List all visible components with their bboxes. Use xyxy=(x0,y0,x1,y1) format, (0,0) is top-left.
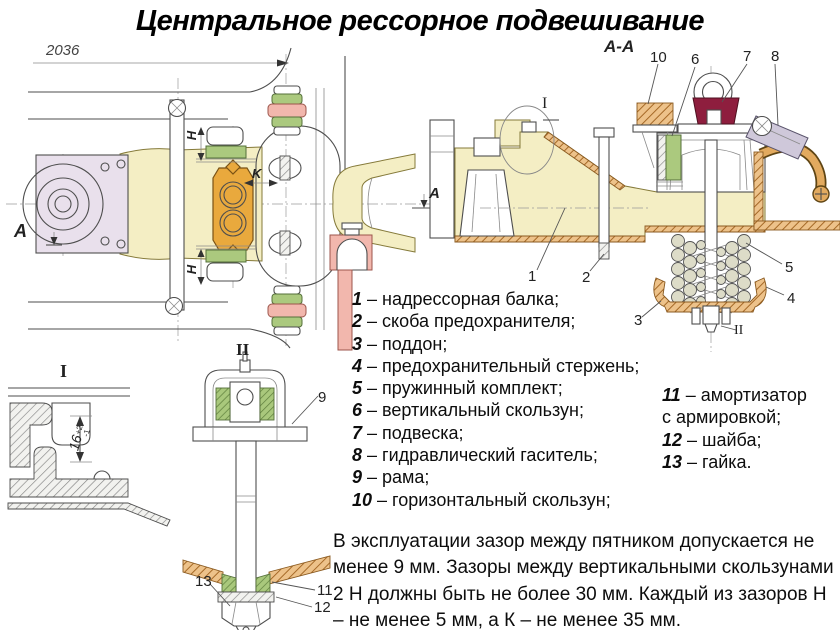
callout-4: 4 xyxy=(787,290,796,307)
spring-pan xyxy=(653,277,767,333)
legend-item: 7– подвеска; xyxy=(352,422,464,443)
callout-9: 9 xyxy=(318,389,327,406)
detail-ii-fasteners xyxy=(217,573,275,630)
rubber-pad-stacks xyxy=(267,85,307,336)
dimension-2036-line xyxy=(33,59,289,67)
detail-i-view-label: I xyxy=(60,361,68,381)
detail-i-drawing xyxy=(0,363,175,528)
slider-pads xyxy=(196,126,256,282)
legend-item: 13– гайка. xyxy=(662,451,752,472)
legend-item-wrap: с армировкой; xyxy=(662,407,782,428)
legend-main: 1– надрессорная балка; 2– скоба предохра… xyxy=(352,288,639,511)
operation-note: В эксплуатации зазор между пятником допу… xyxy=(333,529,834,630)
gap-h-bottom-label: H xyxy=(184,264,200,275)
safety-rod-plan xyxy=(164,98,187,316)
gap-k-label: K xyxy=(252,166,262,181)
callout-7: 7 xyxy=(743,48,752,65)
section-cut-a-right: A xyxy=(429,185,440,202)
gap-k-dimension xyxy=(244,179,278,187)
legend-item: 6– вертикальный скользун; xyxy=(352,400,584,421)
legend-item: 11– амортизатор xyxy=(662,385,807,405)
suspension-bracket-maroon xyxy=(692,97,740,125)
detail-i-dimension xyxy=(70,415,92,463)
detail-i-parts xyxy=(7,387,171,527)
safety-bracket-bolt xyxy=(593,127,615,260)
detail-ii-drawing xyxy=(180,330,345,630)
legend-item: 1– надрессорная балка; xyxy=(352,289,560,309)
detail-ii-view-label: II xyxy=(236,340,250,359)
horizontal-slider-block xyxy=(632,102,678,169)
section-view-label: A-A xyxy=(604,37,635,56)
legend-item: 10– горизонтальный скользун; xyxy=(352,489,611,510)
callout-12: 12 xyxy=(314,599,331,616)
callout-10: 10 xyxy=(650,49,667,66)
callout-leaders xyxy=(536,63,785,331)
page-title: Центральное рессорное подвешивание xyxy=(135,5,705,37)
callout-3: 3 xyxy=(634,312,643,329)
note-line: менее 9 мм. Зазоры между вертикальными с… xyxy=(333,557,834,579)
detail-ii-marker: II xyxy=(734,323,744,338)
legend-right: 11– амортизатор с армировкой; 12– шайба;… xyxy=(662,384,807,473)
callout-13: 13 xyxy=(195,573,212,590)
gap-h-top-label: H xyxy=(184,130,200,141)
legend-item: 12– шайба; xyxy=(662,429,762,450)
hydraulic-damper xyxy=(745,115,809,160)
center-bearing-orange xyxy=(212,159,254,260)
detail-ii-leaders xyxy=(209,395,319,608)
note-line: 2 Н должны быть не более 30 мм. Каждый и… xyxy=(333,583,827,605)
frame-rails xyxy=(28,47,346,349)
section-cut-a-left: A xyxy=(14,221,27,241)
callout-6: 6 xyxy=(691,51,700,68)
frame-bolts xyxy=(268,155,302,256)
detail-ii-rod xyxy=(235,440,257,604)
gap-h-dimensions xyxy=(197,127,205,285)
note-line: – не менее 5 мм, а К – не менее 35 мм. xyxy=(333,609,681,630)
dimension-2036: 2036 xyxy=(46,42,80,59)
pivot-plate xyxy=(22,154,129,254)
section-view-drawing xyxy=(420,40,840,360)
callout-1: 1 xyxy=(528,268,537,285)
legend-item: 5– пружинный комплект; xyxy=(352,378,563,399)
note-line: В эксплуатации зазор между пятником допу… xyxy=(333,531,815,552)
detail-i-circle xyxy=(499,105,559,175)
legend-item: 9– рама; xyxy=(352,467,430,488)
legend-item: 8– гидравлический гаситель; xyxy=(352,445,598,466)
plan-view-drawing xyxy=(0,42,460,352)
callout-8: 8 xyxy=(771,48,780,65)
detail-i-marker: I xyxy=(542,95,548,112)
callout-2: 2 xyxy=(582,269,591,286)
vertical-slider xyxy=(656,134,683,187)
hanger-pink xyxy=(329,222,373,351)
legend-item: 3– поддон; xyxy=(352,333,448,354)
callout-11: 11 xyxy=(317,582,333,599)
legend-item: 2– скоба предохранителя; xyxy=(352,311,576,332)
left-end-column xyxy=(429,119,455,239)
detail-ii-cup xyxy=(192,351,308,442)
frame-hook-bracket xyxy=(753,141,840,231)
callout-5: 5 xyxy=(785,259,794,276)
legend-item: 4– предохранительный стержень; xyxy=(352,355,640,376)
